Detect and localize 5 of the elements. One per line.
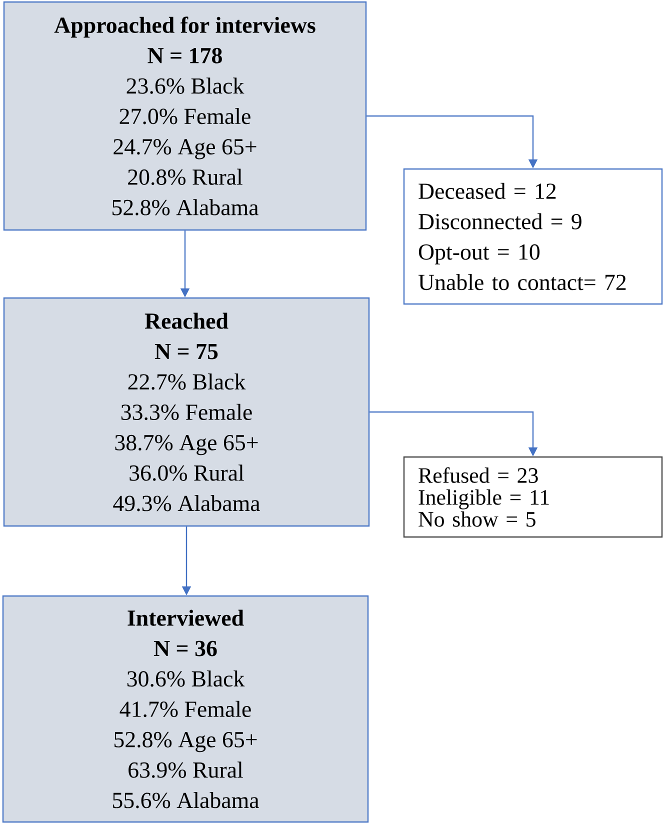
summary-box: Reached N = 75 22.7% Black 33.3% Female 38.7% Age 65+ 36.0% Rural 49.3% Alabama (3, 297, 370, 527)
count-box: Deceased = 12 Disconnected = 9 Opt-out = 10 Unable to contact= 72 (403, 168, 663, 305)
summary-box: Approached for interviews N = 178 23.6% Black 27.0% Female 24.7% Age 65+ 20.8% Rural 52.8% Alabama (3, 1, 367, 231)
count-box: Refused = 23 Ineligible = 11 No show = 5 (403, 456, 663, 538)
summary-box: Interviewed N = 36 30.6% Black 41.7% Female 52.8% Age 65+ 63.9% Rural 55.6% Alabama (2, 595, 369, 823)
